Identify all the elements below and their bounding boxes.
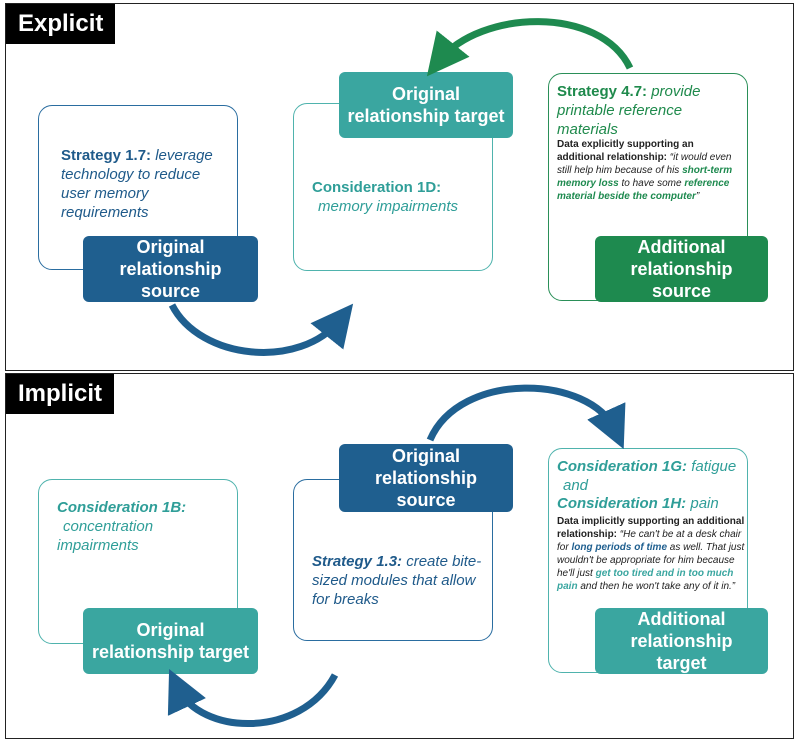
explicit-quote-part2: to have some bbox=[621, 178, 682, 189]
explicit-additional-label: Strategy 4.7: bbox=[557, 83, 648, 100]
implicit-quote-highlight2: get too tired and in too much pain bbox=[557, 568, 734, 592]
explicit-quote-highlight1: short-term memory loss bbox=[557, 165, 733, 189]
implicit-target-tag: Original relationship target bbox=[83, 608, 258, 674]
explicit-strategy-text: leverage technology to reduce user memor… bbox=[61, 147, 213, 221]
implicit-additional-label2: Consideration 1H: bbox=[557, 495, 687, 512]
explicit-quote-highlight2: reference material beside the computer bbox=[557, 178, 730, 202]
implicit-additional-label1: Consideration 1G: bbox=[557, 458, 688, 475]
explicit-quote-part3: ” bbox=[695, 191, 700, 202]
implicit-source-tag: Original relationship source bbox=[339, 444, 513, 512]
explicit-panel-title: Explicit bbox=[6, 4, 116, 44]
explicit-consideration-text: memory impairments bbox=[318, 198, 459, 215]
explicit-strategy-label: Strategy 1.7: bbox=[61, 147, 152, 164]
implicit-additional-arrow bbox=[426, 384, 626, 450]
explicit-data-heading: Data explicitly supporting an additional… bbox=[557, 139, 694, 163]
explicit-quote-part1: “it would even still help him because of… bbox=[557, 152, 732, 176]
implicit-quote-part1: “He can't be at a desk chair for bbox=[557, 529, 742, 553]
explicit-source-tag: Original relationship source bbox=[83, 236, 258, 302]
implicit-additional-and: and bbox=[563, 477, 589, 494]
implicit-consideration-label: Consideration 1B: bbox=[57, 499, 187, 516]
explicit-target-tag: Original relationship target bbox=[339, 72, 513, 138]
explicit-additional-tag: Additional relationship source bbox=[595, 236, 768, 302]
implicit-additional-text1: fatigue bbox=[691, 458, 737, 475]
implicit-strategy-label: Strategy 1.3: bbox=[312, 553, 403, 570]
implicit-additional-text2: pain bbox=[690, 495, 719, 512]
implicit-panel-title: Implicit bbox=[6, 374, 115, 414]
implicit-original-arrow bbox=[167, 668, 339, 727]
implicit-quote-highlight1: long periods of time bbox=[571, 542, 668, 553]
implicit-data-heading: Data implicitly supporting an additional… bbox=[557, 516, 745, 540]
explicit-additional-arrow bbox=[426, 18, 634, 77]
implicit-quote-part2: as well. That just wouldn't be appropria… bbox=[557, 542, 745, 579]
explicit-original-arrow bbox=[168, 303, 354, 356]
implicit-additional-tag: Additional relationship target bbox=[595, 608, 768, 674]
implicit-quote-part3: and then he won't take any of it in.” bbox=[580, 581, 736, 592]
explicit-data-note: Data explicitly supporting an additional… bbox=[557, 138, 742, 203]
implicit-data-note: Data implicitly supporting an additional… bbox=[557, 515, 745, 593]
explicit-consideration-label: Consideration 1D: bbox=[312, 179, 442, 196]
explicit-additional-text: provide printable reference materials bbox=[557, 83, 701, 138]
implicit-consideration-text: concentration impairments bbox=[57, 518, 154, 554]
implicit-strategy-text: create bite-sized modules that allow for… bbox=[312, 553, 482, 608]
